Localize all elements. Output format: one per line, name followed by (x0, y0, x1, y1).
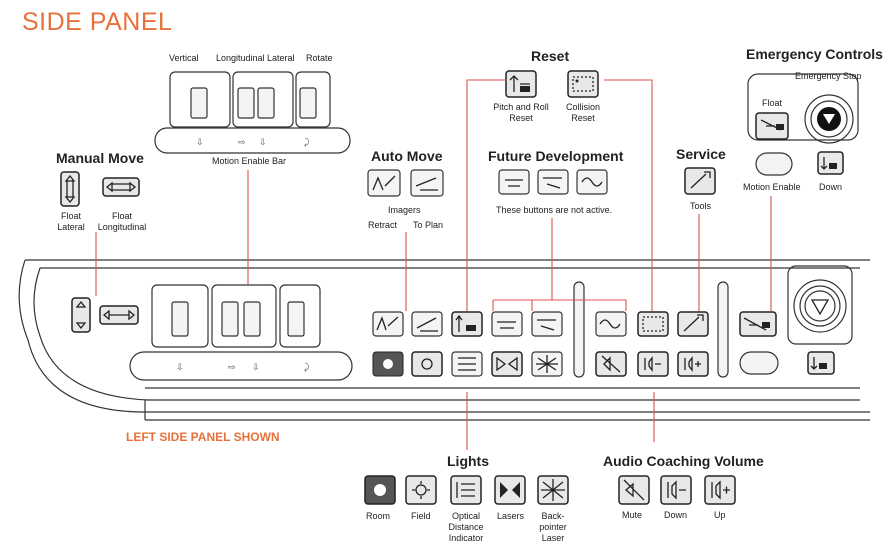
motion-switch-legend: ⇩ ⇨ ⇩ ⤸ (154, 71, 351, 154)
mute-icon (623, 479, 645, 501)
optical-distance-label: Optical Distance Indicator (448, 511, 484, 543)
svg-text:⤸: ⤸ (304, 137, 310, 148)
emergency-stop-label: Emergency Stop (795, 71, 862, 81)
field-light-icon (415, 484, 427, 496)
retract-button[interactable] (367, 169, 401, 197)
float-lateral-icon (64, 174, 76, 204)
down-label: Down (819, 182, 843, 192)
rotate-label: Rotate (306, 53, 333, 63)
svg-text:⇩: ⇩ (252, 362, 260, 372)
pitch-roll-reset-button[interactable] (505, 70, 537, 98)
svg-text:⇩: ⇩ (259, 137, 267, 147)
panel-float-lateral[interactable] (71, 297, 91, 333)
float-button[interactable] (755, 112, 789, 140)
float-longitudinal-button[interactable] (102, 177, 140, 197)
lasers-button[interactable] (494, 475, 526, 505)
imagers-label: Imagers (388, 205, 421, 215)
float-longitudinal-label: Float Longitudinal (97, 211, 147, 232)
emergency-legend (747, 73, 859, 176)
motion-enable-label: Motion Enable (743, 182, 801, 192)
lasers-icon (500, 482, 520, 498)
tools-button[interactable] (684, 167, 716, 195)
reset-title: Reset (531, 48, 570, 64)
vertical-label: Vertical (169, 53, 199, 63)
float-label: Float (762, 98, 783, 108)
emergency-stop-icon (823, 114, 835, 124)
svg-text:⇨: ⇨ (228, 362, 236, 372)
to-plan-icon (415, 177, 438, 191)
volume-up-button[interactable] (704, 475, 736, 505)
future-development-title: Future Development (488, 148, 624, 164)
optical-distance-button[interactable] (450, 475, 482, 505)
down-button[interactable] (817, 151, 844, 175)
svg-text:⇨: ⇨ (238, 137, 246, 147)
motion-enable-bar-label: Motion Enable Bar (212, 156, 287, 166)
retract-icon (372, 175, 396, 191)
side-panel-body (18, 259, 870, 421)
mute-button[interactable] (618, 475, 650, 505)
future-note: These buttons are not active. (496, 205, 613, 215)
page-title: SIDE PANEL (22, 8, 173, 36)
backpointer-laser-button[interactable] (537, 475, 569, 505)
to-plan-label: To Plan (413, 220, 444, 230)
svg-text:⇩: ⇩ (176, 362, 184, 372)
audio-legend (618, 475, 736, 505)
future-legend (498, 169, 608, 195)
audio-up-label: Up (714, 510, 726, 520)
down-icon (820, 157, 828, 170)
manual-move-legend (60, 171, 140, 207)
to-plan-button[interactable] (410, 169, 444, 197)
room-light-button[interactable] (364, 475, 396, 505)
audio-down-label: Down (664, 510, 688, 520)
panel-caption: LEFT SIDE PANEL SHOWN (126, 430, 280, 444)
float-longitudinal-icon (105, 181, 137, 193)
motion-enable-button[interactable] (755, 152, 793, 176)
panel-controls: ⇩ ⇨ ⇩ ⤸ (71, 265, 853, 381)
svg-text:⇩: ⇩ (196, 137, 204, 147)
auto-move-legend (367, 169, 444, 197)
tools-icon (690, 171, 711, 189)
reset-legend (505, 70, 599, 98)
pitch-roll-reset-label: Pitch and Roll Reset (493, 102, 549, 123)
leader-lines (95, 79, 772, 450)
backpointer-label: Back- pointer Laser (539, 511, 567, 543)
mute-label: Mute (622, 510, 643, 520)
backpointer-laser-icon (541, 479, 565, 501)
optical-distance-icon (456, 482, 475, 498)
volume-down-button[interactable] (660, 475, 692, 505)
volume-up-icon (711, 480, 730, 500)
auto-move-title: Auto Move (371, 148, 443, 164)
collision-reset-label: Collision Reset (565, 102, 600, 123)
float-lateral-button[interactable] (60, 171, 80, 207)
lights-legend (364, 475, 569, 505)
lasers-label: Lasers (497, 511, 525, 521)
svg-text:⤸: ⤸ (304, 362, 310, 373)
future-icon (505, 179, 523, 187)
volume-down-icon (667, 480, 686, 500)
tools-label: Tools (690, 201, 712, 211)
field-label: Field (411, 511, 431, 521)
audio-title: Audio Coaching Volume (603, 453, 764, 469)
emergency-controls-title: Emergency Controls (746, 46, 883, 62)
field-light-button[interactable] (405, 475, 437, 505)
collision-reset-icon (572, 76, 594, 92)
emergency-stop-button[interactable] (817, 107, 841, 131)
collision-reset-button[interactable] (567, 70, 599, 98)
retract-label: Retract (368, 220, 398, 230)
manual-move-title: Manual Move (56, 150, 144, 166)
longitudinal-lateral-label: Longitudinal Lateral (216, 53, 295, 63)
service-title: Service (676, 146, 726, 162)
float-lateral-label: Float Lateral (57, 211, 85, 232)
pitch-roll-reset-icon (509, 75, 530, 92)
room-label: Room (366, 511, 391, 521)
lights-title: Lights (447, 453, 489, 469)
room-light-icon (374, 484, 386, 496)
